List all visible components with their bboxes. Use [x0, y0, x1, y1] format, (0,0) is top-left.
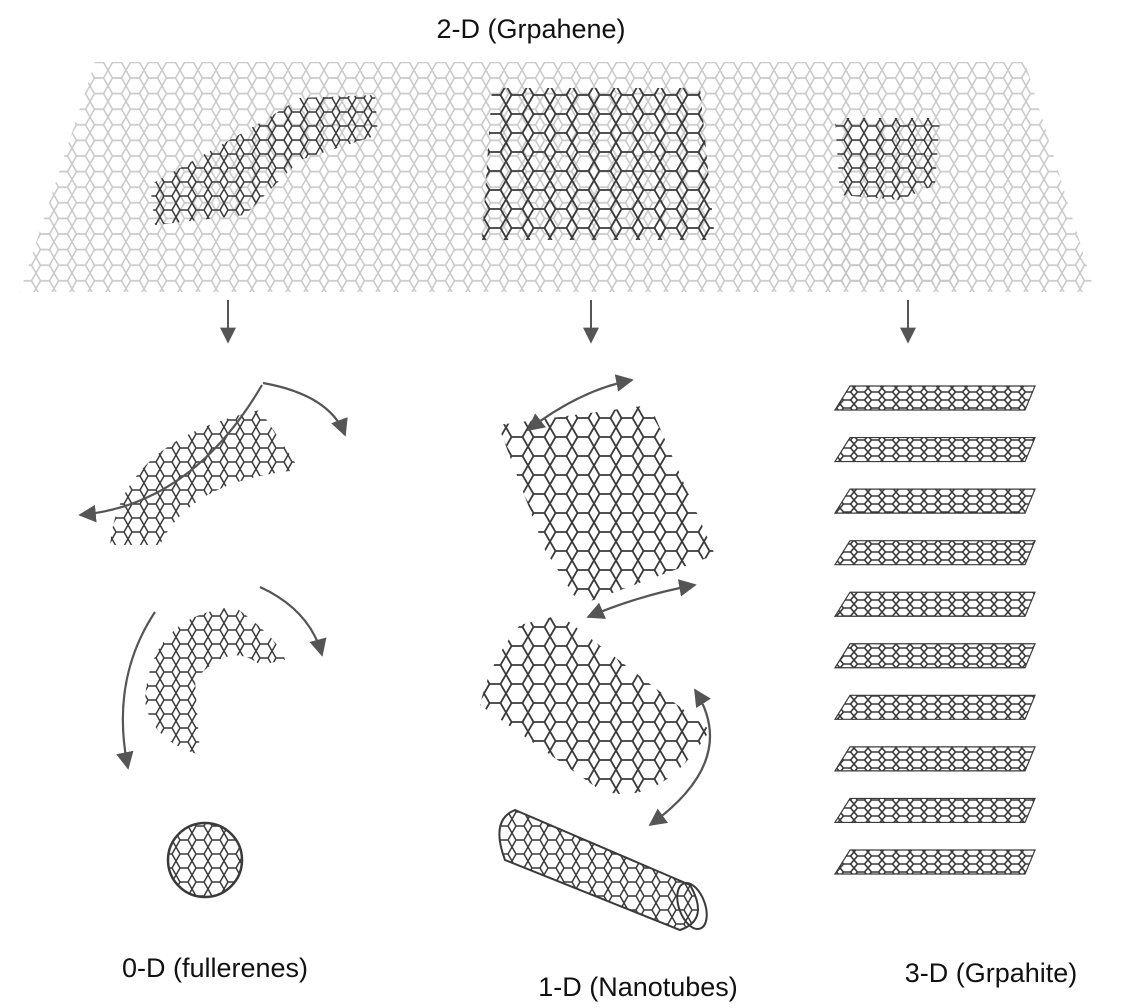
graphite-layer: [835, 592, 1035, 616]
nanotube-label: 1-D (Nanotubes): [538, 972, 738, 1002]
graphene-label: 2-D (Grpahene): [436, 14, 625, 44]
fullerene-curving-sheet-2: [123, 587, 322, 768]
graphite-stack: [835, 386, 1035, 874]
graphite-layer: [835, 850, 1035, 874]
graphite-layer: [835, 747, 1035, 771]
nanotube-curving-sheet: [498, 380, 715, 617]
down-arrows: [228, 300, 908, 342]
fullerene-curving-sheet-1: [80, 383, 345, 545]
nanotube-partial-tube: [480, 615, 710, 825]
graphite-layer: [835, 798, 1035, 822]
graphite-layer: [835, 386, 1035, 410]
graphite-layer: [835, 438, 1035, 462]
graphite-label: 3-D (Grpahite): [905, 958, 1078, 988]
graphite-layer: [835, 541, 1035, 565]
graphite-layer: [835, 489, 1035, 513]
graphite-layer: [835, 644, 1035, 668]
nanotube-closed-tube: [499, 810, 712, 933]
nanotube-patch-cutout: [482, 88, 715, 240]
graphite-layer: [835, 695, 1035, 719]
fullerene-label: 0-D (fullerenes): [122, 953, 308, 983]
fullerene-ball: [168, 823, 242, 897]
